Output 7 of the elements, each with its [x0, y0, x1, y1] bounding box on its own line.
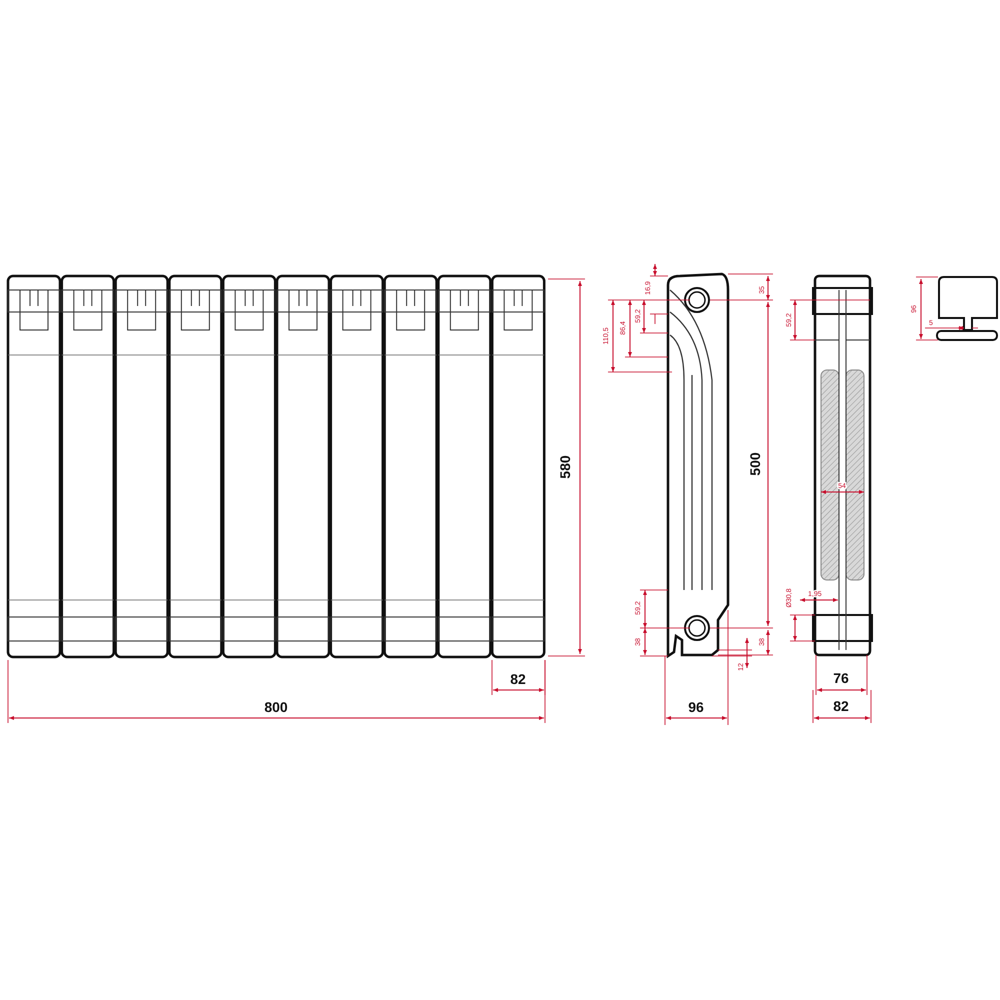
dimension-label: 82: [833, 698, 849, 714]
dimension-label: 800: [264, 699, 288, 715]
dimension-label: 76: [833, 670, 849, 686]
dimension-label: 82: [510, 671, 526, 687]
dimension-label: 96: [688, 699, 704, 715]
dimension-label: 500: [747, 452, 763, 476]
dimension-label: 580: [557, 455, 573, 479]
